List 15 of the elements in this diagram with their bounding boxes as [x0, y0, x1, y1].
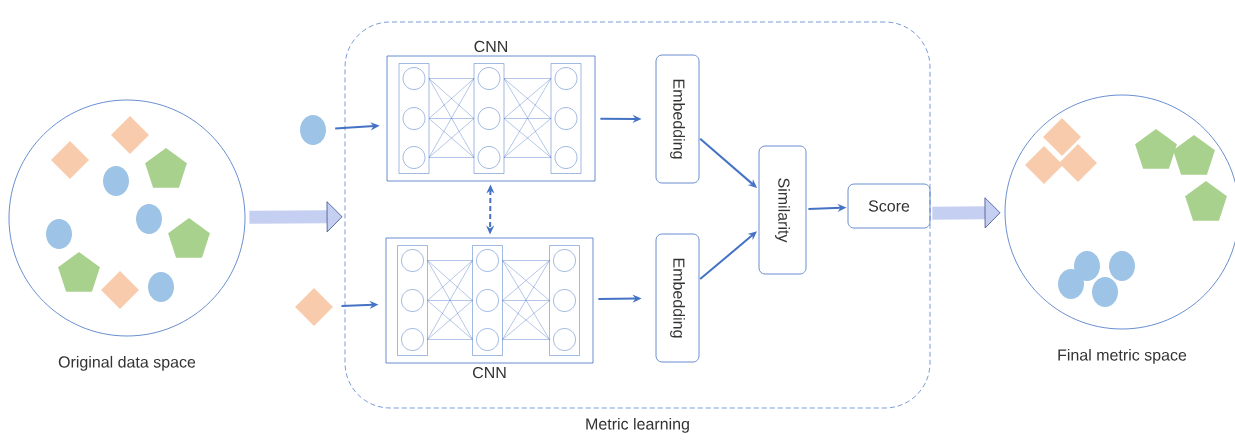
node-label: Final metric space	[1058, 348, 1187, 364]
node-label: Metric learning	[586, 417, 689, 433]
node-label: CNN	[474, 40, 508, 53]
process-box: Similarity	[758, 145, 807, 275]
input-diamond	[295, 288, 333, 326]
block-arrow	[932, 197, 1001, 229]
process-box: Embedding	[655, 233, 700, 363]
block-arrow	[249, 201, 343, 233]
node-label: Original data space	[58, 355, 196, 371]
cnn-box: CNN	[385, 237, 594, 379]
node-label: CNN	[472, 366, 506, 379]
process-box: Embedding	[655, 54, 700, 184]
input-dot	[300, 115, 326, 145]
process-box: Score	[847, 183, 931, 229]
cnn-box: CNN	[386, 40, 596, 182]
